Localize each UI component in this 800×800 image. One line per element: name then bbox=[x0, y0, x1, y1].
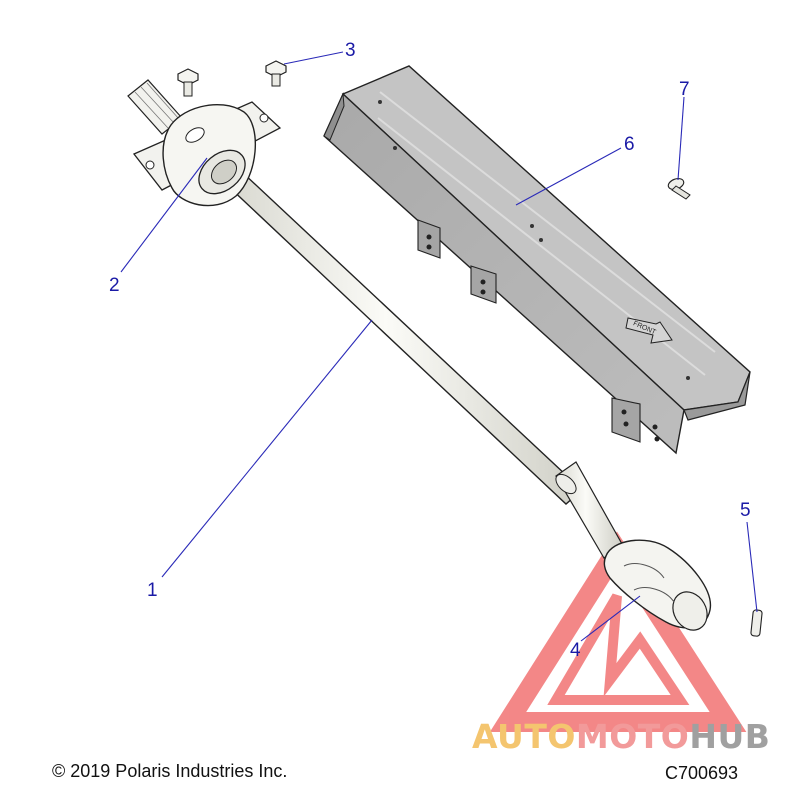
callout-4: 4 bbox=[570, 640, 581, 661]
callout-3: 3 bbox=[345, 40, 356, 61]
callout-5: 5 bbox=[740, 500, 751, 521]
copyright-text: © 2019 Polaris Industries Inc. bbox=[52, 761, 288, 781]
callout-6: 6 bbox=[624, 134, 635, 155]
pin bbox=[750, 609, 763, 637]
callout-2: 2 bbox=[109, 275, 120, 296]
watermark-triangle bbox=[489, 531, 747, 732]
carrier-bearing bbox=[127, 79, 282, 207]
screw bbox=[667, 178, 691, 200]
cv-joint bbox=[603, 539, 712, 631]
callout-numbers: 1 2 3 4 5 6 7 bbox=[109, 40, 751, 661]
callout-1: 1 bbox=[147, 580, 158, 601]
leader-lines bbox=[120, 51, 758, 642]
callout-7: 7 bbox=[679, 79, 690, 100]
shield-plate: FRONT bbox=[323, 65, 751, 455]
drawing-code: C700693 bbox=[665, 763, 739, 783]
watermark-brand: AUTOMOTOHUB bbox=[472, 717, 771, 756]
bolt bbox=[177, 60, 287, 97]
